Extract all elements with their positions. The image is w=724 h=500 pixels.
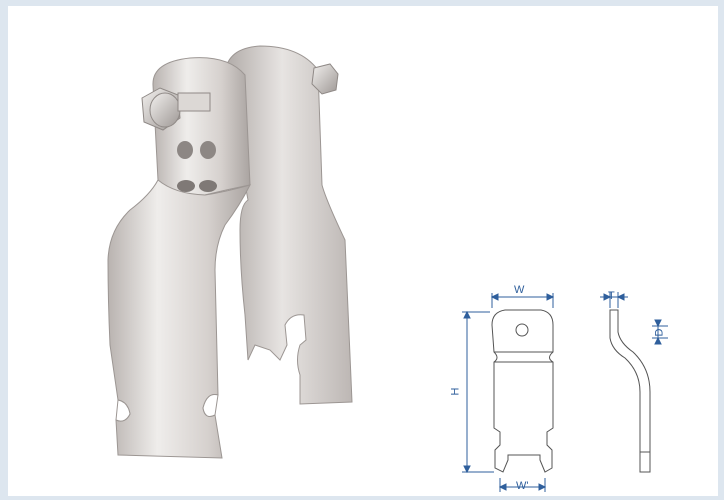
dimension-label-t: T	[608, 290, 615, 302]
nut	[311, 63, 339, 95]
dimension-label-h: H	[449, 387, 462, 396]
dimension-label-w-prime: W'	[516, 480, 529, 492]
back-strap	[224, 45, 353, 405]
dimension-label-d: D	[653, 328, 666, 337]
side-view-outline	[609, 309, 651, 473]
dimension-label-w: W	[514, 284, 525, 296]
front-view-outline	[491, 309, 554, 473]
